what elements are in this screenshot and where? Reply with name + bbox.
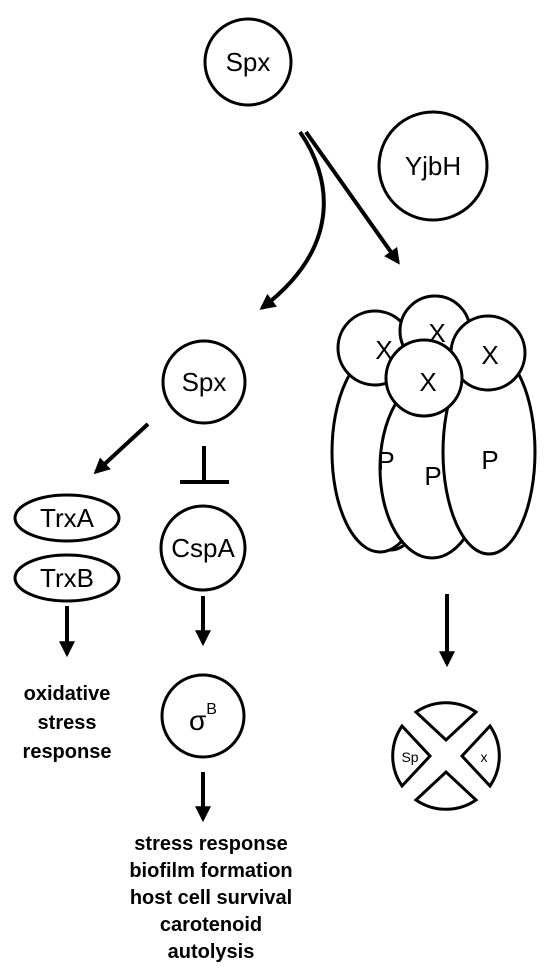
trxa-node: TrxA	[13, 493, 121, 543]
fragment-right	[459, 723, 501, 789]
degraded-fragments: Sp x	[391, 701, 501, 811]
fragment-left	[391, 723, 433, 789]
x-label-4: X	[419, 367, 436, 397]
fragment-top	[413, 701, 479, 743]
yjbh-node: YjbH	[377, 110, 489, 222]
p-label-2: P	[424, 461, 441, 491]
sigma-outcomes-text: stress response biofilm formation host c…	[129, 833, 292, 963]
split-arrow	[259, 130, 400, 310]
x-label-3: X	[481, 340, 498, 370]
spx-top-node: Spx	[203, 17, 293, 107]
trxb-label: TrxB	[40, 563, 94, 593]
inhibition-bar	[180, 446, 229, 484]
outcome-autolysis: autolysis	[168, 941, 255, 963]
fragment-right-label: x	[481, 749, 488, 765]
sigma-b-node: σB	[160, 673, 246, 759]
sigma-superscript: B	[206, 701, 217, 718]
outcome-host-cell: host cell survival	[130, 887, 292, 909]
cspa-label: CspA	[171, 533, 235, 563]
outcome-biofilm: biofilm formation	[129, 860, 292, 882]
cspa-node: CspA	[159, 504, 247, 592]
oxidative-line-2: stress	[38, 712, 97, 734]
trxb-node: TrxB	[13, 553, 121, 603]
outcome-stress-response: stress response	[134, 833, 287, 855]
outcome-carotenoid: carotenoid	[160, 914, 262, 936]
trxa-label: TrxA	[40, 503, 95, 533]
p-label-1: P	[377, 446, 394, 476]
oxidative-line-1: oxidative	[24, 683, 111, 705]
fragment-bottom	[413, 769, 479, 811]
oxidative-stress-text: oxidative stress response	[23, 683, 112, 763]
p-label-3: P	[481, 445, 498, 475]
spx-mid-label: Spx	[182, 367, 227, 397]
spx-mid-node: Spx	[161, 339, 247, 425]
x-subunit-4	[384, 338, 464, 418]
yjbh-label: YjbH	[405, 151, 461, 181]
x-label-1: X	[375, 335, 392, 365]
oxidative-line-3: response	[23, 741, 112, 763]
sigma-b-label: σB	[189, 701, 217, 736]
spx-top-label: Spx	[226, 47, 271, 77]
sigma-symbol: σ	[189, 705, 206, 736]
fragment-left-label: Sp	[401, 749, 418, 765]
spx-to-trx-arrow	[93, 422, 150, 475]
protease-complex: P P P X X X X	[330, 294, 537, 560]
